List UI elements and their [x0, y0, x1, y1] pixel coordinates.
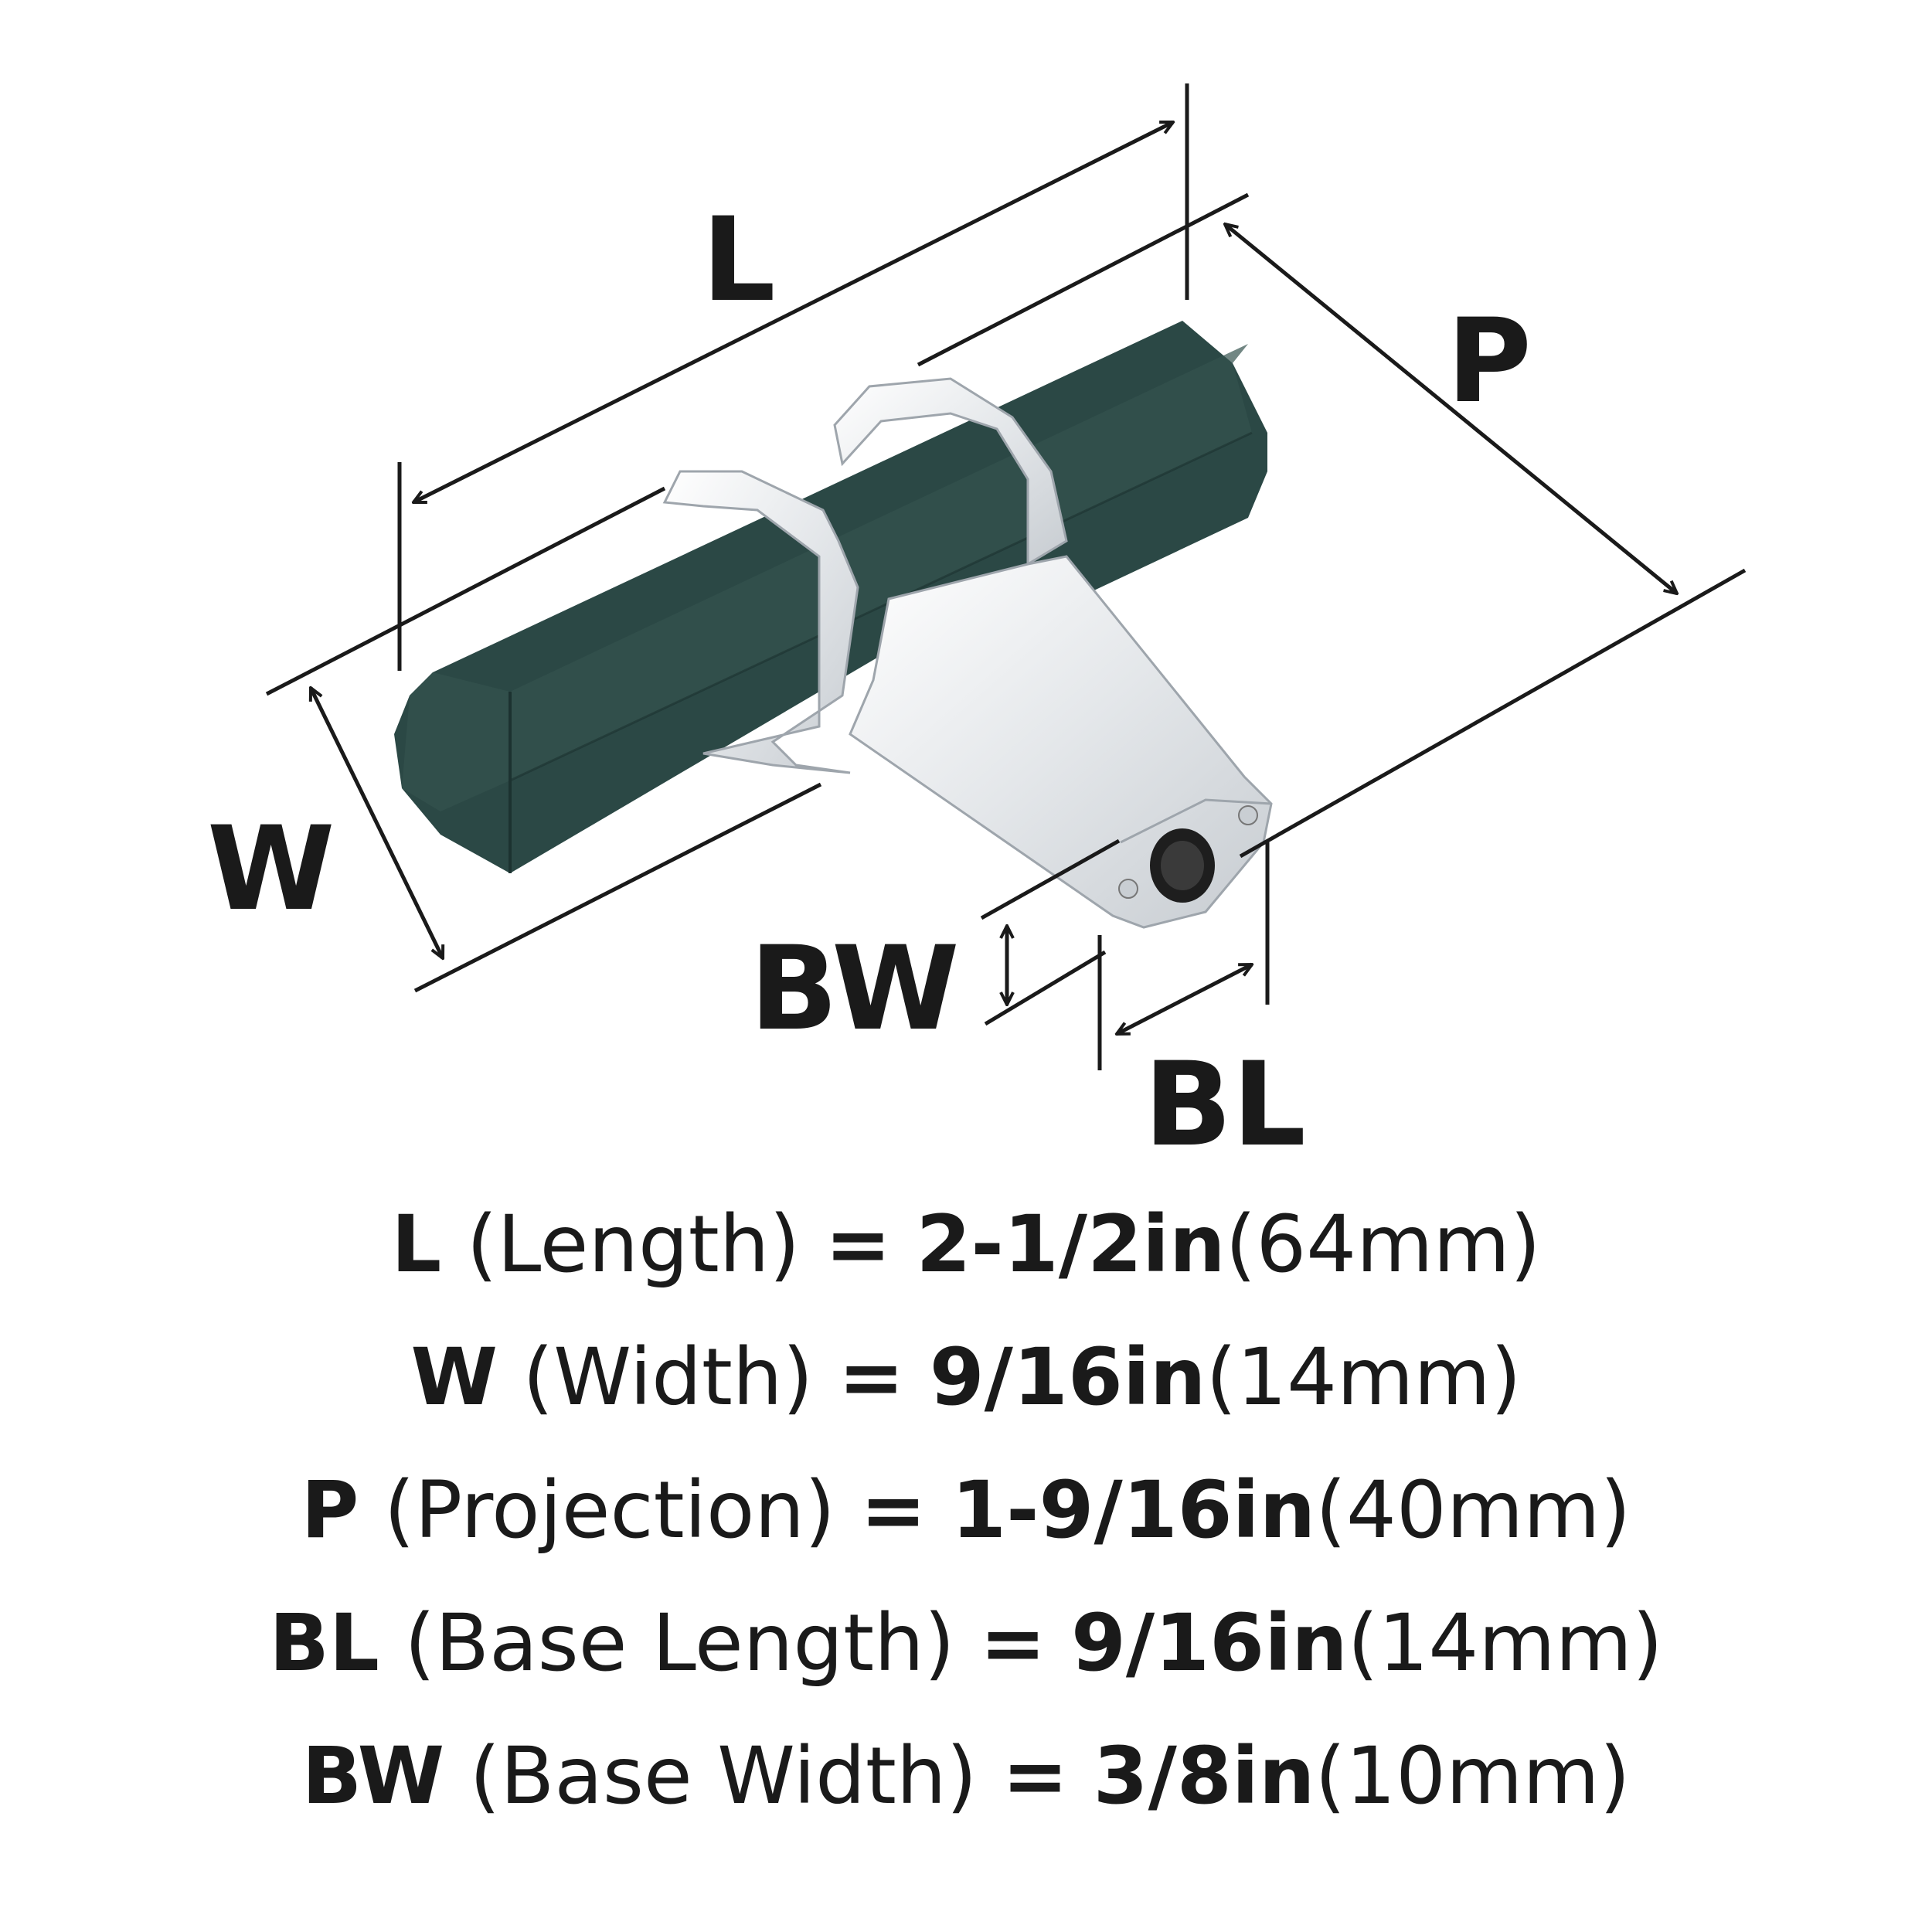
spec-equals: = — [838, 1332, 905, 1423]
spec-imperial: 9/16in — [1070, 1597, 1348, 1689]
spec-equals: = — [980, 1597, 1046, 1689]
L-arrow — [413, 120, 1173, 505]
BW-guide-bottom — [984, 950, 1107, 1026]
P-arrow — [1225, 224, 1677, 594]
L-guide-top — [917, 192, 1250, 367]
spec-code: W — [410, 1332, 498, 1423]
spec-name: (Base Length) — [404, 1597, 955, 1689]
label-P: P — [1447, 294, 1532, 429]
spec-imperial: 9/16in — [929, 1332, 1206, 1423]
spec-row-projection: P (Projection) = 1-9/16in(40mm) — [0, 1471, 1932, 1604]
label-W: W — [207, 802, 335, 937]
spec-metric: (14mm) — [1206, 1332, 1522, 1423]
W-guide-bottom — [413, 782, 822, 993]
spec-metric: (14mm) — [1347, 1597, 1663, 1689]
specification-list: L (Length) = 2-1/2in(64mm) W (Width) = 9… — [0, 1206, 1932, 1870]
label-BW: BW — [750, 922, 960, 1056]
spec-row-base-width: BW (Base Width) = 3/8in(10mm) — [0, 1737, 1932, 1870]
spec-imperial: 3/8in — [1093, 1730, 1315, 1822]
spec-code: L — [391, 1199, 442, 1291]
spec-code: BL — [269, 1597, 379, 1689]
spec-row-base-length: BL (Base Length) = 9/16in(14mm) — [0, 1604, 1932, 1737]
spec-code: BW — [301, 1730, 445, 1822]
dimension-lines — [265, 83, 1747, 1070]
BL-arrow — [1117, 962, 1252, 1036]
spec-name: (Base Width) — [469, 1730, 978, 1822]
spec-equals: = — [825, 1199, 892, 1291]
spec-equals: = — [1002, 1730, 1069, 1822]
label-BL: BL — [1144, 1038, 1306, 1172]
spec-metric: (40mm) — [1315, 1464, 1631, 1556]
spec-metric: (64mm) — [1225, 1199, 1541, 1291]
screw-head-top — [1238, 805, 1258, 825]
spec-name: (Length) — [466, 1199, 801, 1291]
spec-name: (Width) — [522, 1332, 814, 1423]
L-guide-left — [265, 486, 666, 696]
spec-imperial: 1-9/16in — [951, 1464, 1316, 1556]
spec-equals: = — [860, 1464, 927, 1556]
spec-metric: (10mm) — [1315, 1730, 1631, 1822]
W-arrow — [308, 688, 445, 958]
base-post — [849, 555, 1273, 929]
screw-head-bottom — [1118, 879, 1138, 899]
P-guide-right — [1239, 568, 1747, 859]
spec-row-length: L (Length) = 2-1/2in(64mm) — [0, 1206, 1932, 1338]
spec-row-width: W (Width) = 9/16in(14mm) — [0, 1338, 1932, 1471]
spec-name: (Projection) — [383, 1464, 835, 1556]
spec-imperial: 2-1/2in — [916, 1199, 1226, 1291]
BW-guide-top — [980, 838, 1121, 920]
spec-code: P — [301, 1464, 359, 1556]
label-L: L — [702, 193, 776, 328]
